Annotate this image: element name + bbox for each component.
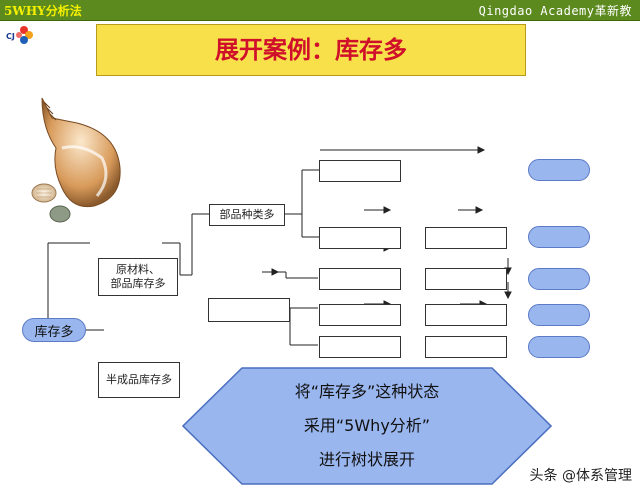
node-pill	[528, 226, 590, 248]
node-blank	[319, 160, 401, 182]
header-bar: 5WHY分析法 Qingdao Academy革新教	[0, 0, 640, 21]
node-pill	[528, 268, 590, 290]
node-blank	[319, 268, 401, 290]
node-raw-material: 原材料、 部品库存多	[98, 258, 178, 296]
callout-hexagon	[182, 367, 552, 485]
seashell-image	[31, 97, 121, 223]
watermark-text: 头条 @体系管理	[529, 468, 632, 484]
callout-line: 采用“5Why分析”	[303, 416, 431, 435]
callout-line: 将“库存多”这种状态	[294, 382, 440, 401]
logo-petals-icon	[16, 26, 33, 44]
callout-line: 进行树状展开	[318, 450, 415, 469]
header-left-label: 5WHY分析法	[4, 4, 82, 18]
page-title: 展开案例：库存多	[96, 24, 526, 76]
node-blank	[319, 336, 401, 358]
header-right-label: Qingdao Academy革新教	[478, 4, 632, 18]
node-pill	[528, 304, 590, 326]
root-node: 库存多	[22, 318, 86, 342]
node-pill	[528, 336, 590, 358]
node-pill	[528, 159, 590, 181]
node-blank	[319, 227, 401, 249]
callout-text: 将“库存多”这种状态 采用“5Why分析” 进行树状展开	[182, 367, 552, 485]
node-blank	[319, 304, 401, 326]
node-semi-finished: 半成品库存多	[98, 362, 180, 398]
node-blank	[208, 298, 290, 322]
company-logo: CJ	[6, 24, 34, 46]
node-blank	[425, 304, 507, 326]
node-blank	[425, 268, 507, 290]
node-part-types: 部品种类多	[209, 204, 285, 226]
node-blank	[425, 336, 507, 358]
node-blank	[425, 227, 507, 249]
logo-text: CJ	[6, 32, 15, 41]
